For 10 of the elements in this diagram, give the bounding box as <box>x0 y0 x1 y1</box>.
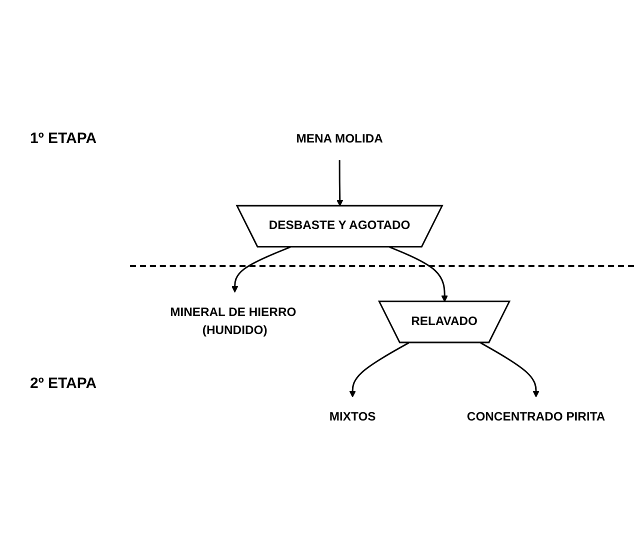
arrow <box>389 246 448 302</box>
node-text: MIXTOS <box>329 411 376 424</box>
stage-label: 2º ETAPA <box>30 375 97 392</box>
arrow <box>480 342 540 398</box>
node-text: MENA MOLIDA <box>296 133 383 146</box>
stage-label: 1º ETAPA <box>30 130 97 147</box>
node-text: MINERAL DE HIERRO (HUNDIDO) <box>170 306 296 338</box>
node-text: CONCENTRADO PIRITA <box>466 411 606 424</box>
arrow <box>336 160 344 207</box>
arrow <box>349 342 410 398</box>
